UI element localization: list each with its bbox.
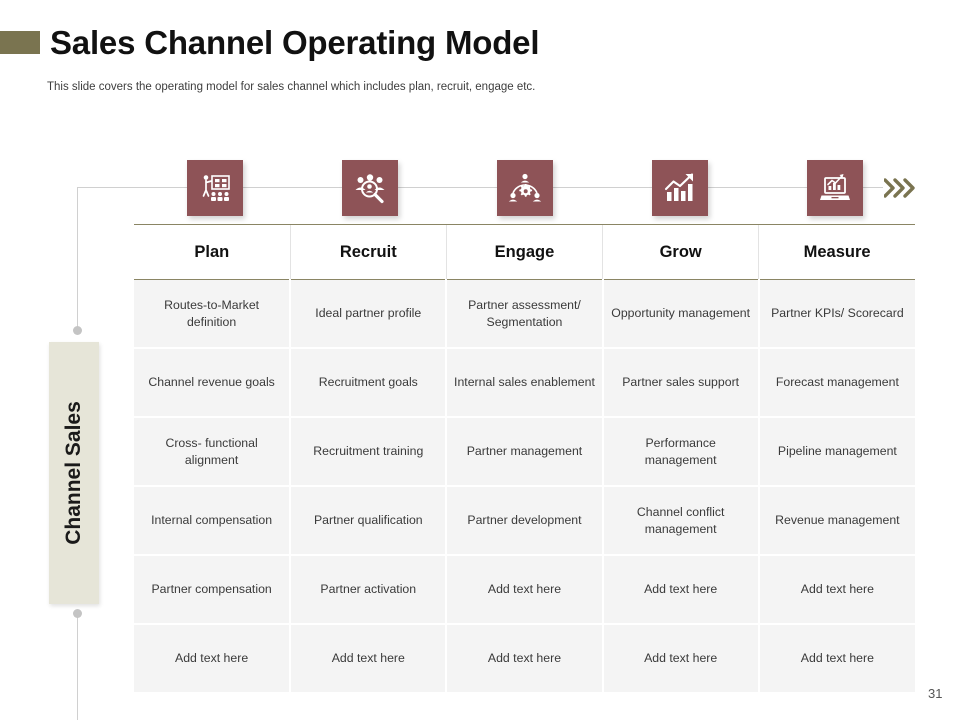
title-accent-bar	[0, 31, 40, 54]
table-cell[interactable]: Partner activation	[289, 555, 447, 625]
table-row: Routes-to-Market definition Ideal partne…	[134, 279, 915, 349]
process-connector-line	[77, 187, 883, 188]
laptop-analytics-icon	[818, 171, 852, 205]
table-cell[interactable]: Channel conflict management	[601, 486, 759, 556]
page-title: Sales Channel Operating Model	[50, 24, 540, 61]
table-header-row: Plan Recruit Engage Grow Measure	[134, 224, 915, 280]
table-row: Internal compensation Partner qualificat…	[134, 486, 915, 556]
table-row: Add text here Add text here Add text her…	[134, 624, 915, 692]
connector-line-vertical-top	[77, 187, 78, 327]
process-icon-tile-engage[interactable]	[497, 160, 553, 216]
table-cell[interactable]: Add text here	[134, 624, 291, 692]
table-cell[interactable]: Cross- functional alignment	[134, 417, 291, 487]
table-cell[interactable]: Partner sales support	[601, 348, 759, 418]
table-cell[interactable]: Partner KPIs/ Scorecard	[757, 279, 915, 349]
table-cell[interactable]: Channel revenue goals	[134, 348, 291, 418]
people-search-icon	[353, 171, 387, 205]
column-header-recruit: Recruit	[289, 224, 447, 280]
connector-dot-top	[73, 326, 82, 335]
column-header-grow: Grow	[602, 224, 759, 280]
process-icon-tile-recruit[interactable]	[342, 160, 398, 216]
table-cell[interactable]: Add text here	[289, 624, 447, 692]
table-cell[interactable]: Forecast management	[757, 348, 915, 418]
channel-sales-panel: Channel Sales	[49, 342, 99, 604]
table-cell[interactable]: Internal compensation	[134, 486, 291, 556]
operating-model-table: Plan Recruit Engage Grow Measure Routes-…	[134, 224, 915, 692]
training-presentation-icon	[198, 171, 232, 205]
connector-dot-bottom	[73, 609, 82, 618]
process-icon-tile-plan[interactable]	[187, 160, 243, 216]
table-cell[interactable]: Add text here	[445, 624, 603, 692]
table-row: Cross- functional alignment Recruitment …	[134, 417, 915, 487]
page-subtitle: This slide covers the operating model fo…	[47, 81, 536, 93]
table-cell[interactable]: Partner assessment/ Segmentation	[445, 279, 603, 349]
table-cell[interactable]: Ideal partner profile	[289, 279, 447, 349]
table-cell[interactable]: Add text here	[601, 624, 759, 692]
table-cell[interactable]: Recruitment goals	[289, 348, 447, 418]
page-number: 31	[928, 686, 943, 701]
table-cell[interactable]: Partner development	[445, 486, 603, 556]
table-row: Channel revenue goals Recruitment goals …	[134, 348, 915, 418]
process-icon-tile-grow[interactable]	[652, 160, 708, 216]
table-cell[interactable]: Opportunity management	[601, 279, 759, 349]
team-network-gear-icon	[508, 171, 542, 205]
growth-bar-chart-icon	[664, 172, 696, 204]
table-cell[interactable]: Internal sales enablement	[445, 348, 603, 418]
flow-arrow-chevrons	[883, 177, 918, 199]
column-header-plan: Plan	[134, 224, 291, 280]
channel-sales-label: Channel Sales	[62, 401, 85, 545]
table-cell[interactable]: Add text here	[757, 555, 915, 625]
table-cell[interactable]: Add text here	[445, 555, 603, 625]
table-row: Partner compensation Partner activation …	[134, 555, 915, 625]
table-cell[interactable]: Pipeline management	[757, 417, 915, 487]
column-header-measure: Measure	[758, 224, 915, 280]
table-cell[interactable]: Add text here	[601, 555, 759, 625]
process-icon-tile-measure[interactable]	[807, 160, 863, 216]
connector-line-vertical-bottom	[77, 613, 78, 720]
column-header-engage: Engage	[445, 224, 603, 280]
table-cell[interactable]: Add text here	[757, 624, 915, 692]
table-cell[interactable]: Performance management	[601, 417, 759, 487]
table-cell[interactable]: Recruitment training	[289, 417, 447, 487]
table-cell[interactable]: Partner management	[445, 417, 603, 487]
table-cell[interactable]: Partner compensation	[134, 555, 291, 625]
table-cell[interactable]: Revenue management	[757, 486, 915, 556]
table-cell[interactable]: Routes-to-Market definition	[134, 279, 291, 349]
table-cell[interactable]: Partner qualification	[289, 486, 447, 556]
